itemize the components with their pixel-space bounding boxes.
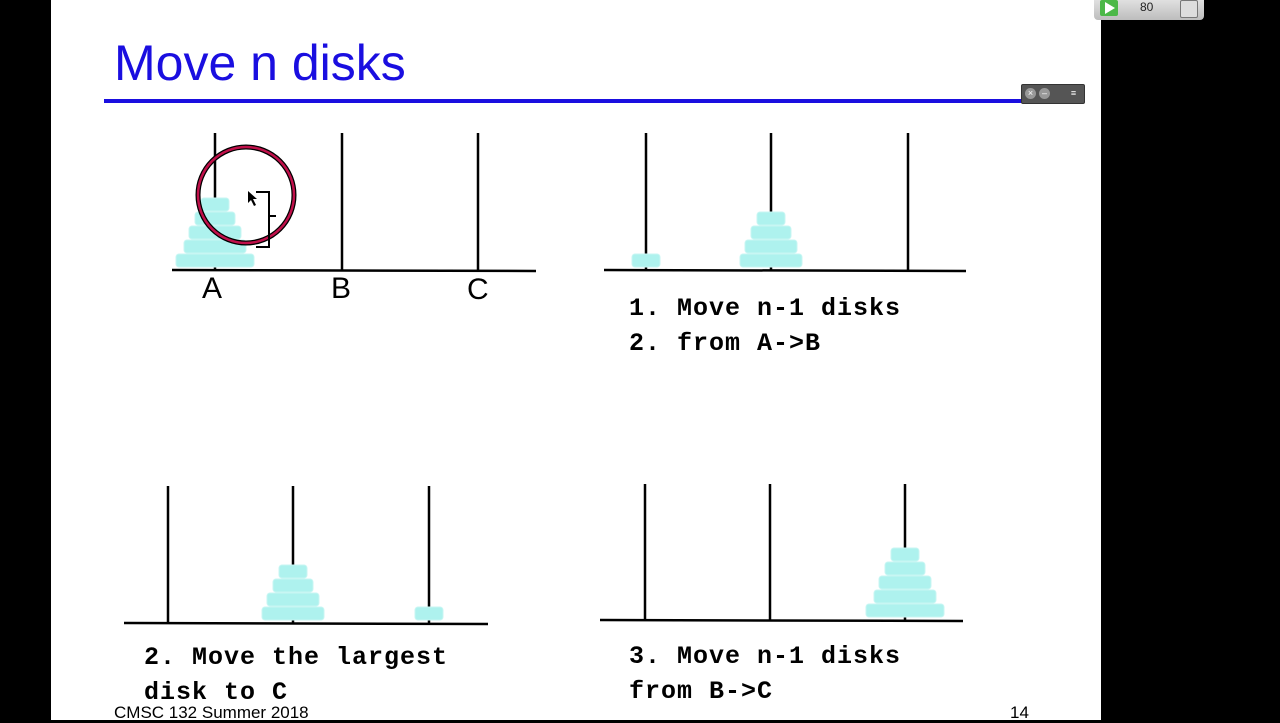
page-number: 14 xyxy=(1010,703,1029,722)
step-2-text: 2. Move the largest disk to C xyxy=(144,643,449,707)
base-line xyxy=(599,618,964,623)
close-icon[interactable]: × xyxy=(1025,88,1036,99)
highlight-circle xyxy=(196,145,296,245)
disk xyxy=(744,239,798,254)
bracket xyxy=(256,191,276,248)
disk xyxy=(631,253,661,268)
slide: Move n disks A B C 1. Move n-1 disks 2. … xyxy=(51,0,1101,722)
footer: CMSC 132 Summer 2018 xyxy=(114,703,309,722)
play-icon[interactable] xyxy=(1100,0,1118,16)
menu-icon[interactable]: ≡ xyxy=(1070,88,1077,98)
disk xyxy=(183,239,247,254)
disk xyxy=(739,253,803,268)
peg-label-a: A xyxy=(202,272,223,305)
peg-label-b: B xyxy=(331,272,352,305)
title-underline xyxy=(104,99,1039,103)
disk xyxy=(266,592,320,607)
minimize-icon[interactable]: – xyxy=(1039,88,1050,99)
disk xyxy=(865,603,945,618)
disk xyxy=(200,197,230,212)
disk xyxy=(890,547,920,562)
picture-in-picture-icon[interactable] xyxy=(1180,0,1198,18)
disk xyxy=(873,589,937,604)
base-line xyxy=(171,268,537,273)
slide-title: Move n disks xyxy=(114,35,406,91)
disk xyxy=(756,211,786,226)
video-player-controls: 80 xyxy=(1094,0,1204,20)
towers-of-hanoi-diagrams xyxy=(123,133,967,626)
step-1-text: 1. Move n-1 disks 2. from A->B xyxy=(629,294,902,358)
disk xyxy=(175,253,255,268)
step-3-text: 3. Move n-1 disks from B->C xyxy=(629,642,902,706)
disk xyxy=(272,578,314,593)
disk xyxy=(414,606,444,621)
peg-label-c: C xyxy=(467,273,489,306)
disk xyxy=(278,564,308,579)
disk xyxy=(884,561,926,576)
disk xyxy=(878,575,932,590)
annotation-toolbar[interactable]: × – ≡ xyxy=(1021,84,1085,104)
base-line xyxy=(603,268,967,273)
mouse-cursor-icon xyxy=(248,191,257,206)
playback-speed[interactable]: 80 xyxy=(1140,0,1154,14)
disk xyxy=(750,225,792,240)
disk xyxy=(261,606,325,621)
base-line xyxy=(123,621,489,626)
